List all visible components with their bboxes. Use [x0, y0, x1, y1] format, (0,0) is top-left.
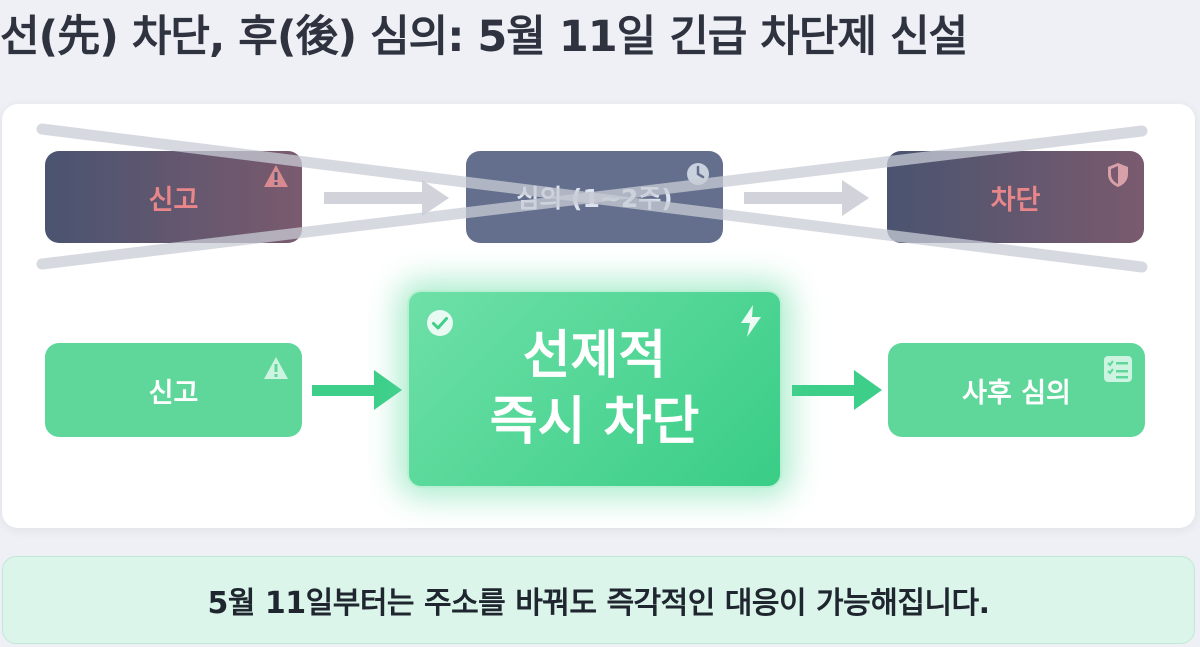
- old-block-label: 차단: [990, 184, 1041, 216]
- footer-text: 5월 11일부터는 주소를 바꿔도 즉각적인 대응이 가능해집니다.: [207, 586, 990, 621]
- new-report-label: 신고: [148, 377, 199, 409]
- old-report-box: 신고: [45, 151, 302, 243]
- warning-icon: [264, 165, 288, 187]
- old-report-label: 신고: [148, 184, 199, 216]
- old-block-box: 차단: [887, 151, 1144, 243]
- footer-banner: 5월 11일부터는 주소를 바꿔도 즉각적인 대응이 가능해집니다.: [2, 556, 1195, 644]
- new-arrow-1: [312, 370, 402, 410]
- main-block-box: 선제적 즉시 차단: [407, 290, 782, 488]
- page-title: 선(先) 차단, 후(後) 심의: 5월 11일 긴급 차단제 신설: [0, 12, 968, 62]
- post-review-label: 사후 심의: [962, 377, 1071, 409]
- new-arrow-2: [792, 370, 882, 410]
- shield-icon: [1108, 163, 1128, 187]
- post-review-box: 사후 심의: [888, 343, 1145, 437]
- new-report-box: 신고: [45, 343, 302, 437]
- warning-icon: [264, 357, 288, 379]
- old-flow-overlay: [36, 123, 1148, 410]
- diagram-panel: 신고 심의 (1~2주) 차단: [2, 104, 1195, 528]
- main-line-2: 즉시 차단: [489, 392, 700, 452]
- checklist-icon: [1104, 356, 1132, 382]
- lightning-icon: [741, 305, 761, 337]
- old-arrow-2: [744, 180, 869, 216]
- strike-line-2: [36, 125, 1148, 270]
- main-line-1: 선제적: [522, 326, 667, 386]
- check-circle-icon: [427, 310, 453, 336]
- old-arrow-1: [324, 180, 449, 216]
